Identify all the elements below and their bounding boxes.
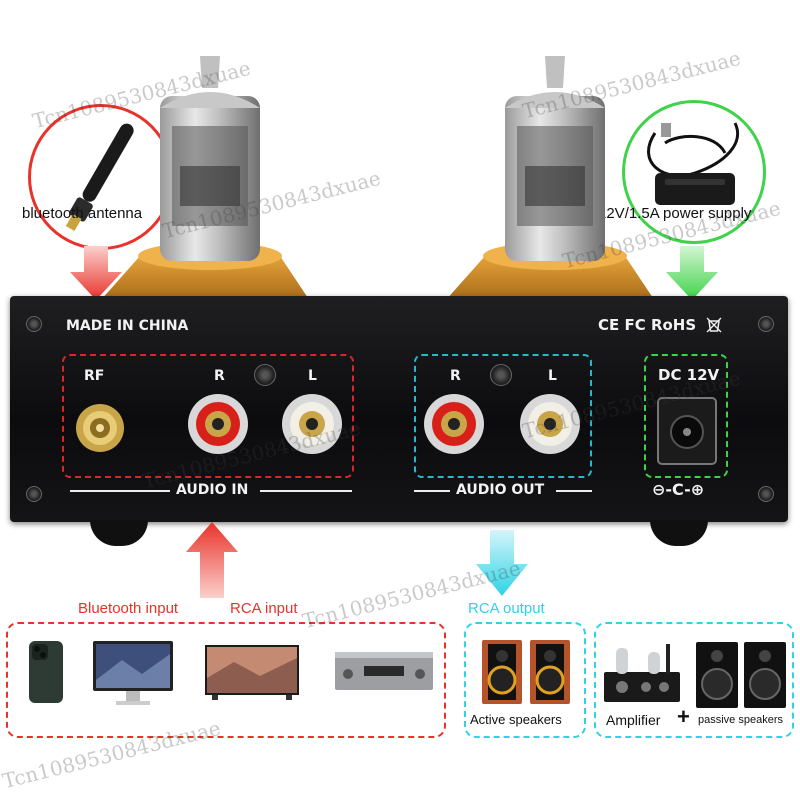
- passive-setup-panel: [594, 622, 794, 738]
- active-speakers-icon: [482, 640, 570, 704]
- foot: [90, 520, 148, 546]
- dc-label: DC 12V: [658, 366, 720, 384]
- antenna-icon: [65, 123, 134, 231]
- power-arrow-icon: [666, 246, 718, 300]
- active-speakers-label: Active speakers: [470, 712, 562, 727]
- monitor-icon: [93, 641, 173, 705]
- antenna-label: bluetooth antenna: [22, 205, 143, 222]
- power-adapter-icon: [647, 122, 740, 205]
- audio-in-label: AUDIO IN: [176, 482, 249, 498]
- rca-in-right[interactable]: [186, 392, 250, 456]
- audio-in-group: [62, 354, 354, 478]
- output-r-label: R: [450, 368, 461, 384]
- input-sources-panel: [6, 622, 446, 738]
- tv-icon: [205, 645, 299, 700]
- input-r-label: R: [214, 368, 225, 384]
- rca-output-label: RCA output: [468, 600, 545, 617]
- audio-out-label: AUDIO OUT: [456, 482, 545, 498]
- active-speakers-panel: [464, 622, 586, 738]
- input-l-label: L: [308, 368, 317, 384]
- tube-amplifier-icon: [604, 644, 680, 702]
- dc-jack[interactable]: [656, 396, 718, 466]
- power-supply-label: 12V/1.5A power supply: [598, 205, 752, 222]
- power-supply-callout: [622, 100, 766, 244]
- passive-speakers-icon: [696, 642, 786, 708]
- output-arrow-icon: [476, 530, 528, 596]
- output-l-label: L: [548, 368, 557, 384]
- dc-input-group: [644, 354, 728, 478]
- amplifier-label: Amplifier: [606, 712, 661, 728]
- bluetooth-input-label: Bluetooth input: [78, 600, 179, 617]
- audio-out-group: [414, 354, 592, 478]
- cd-player-icon: [335, 652, 433, 690]
- screw-icon: [26, 316, 42, 332]
- screw-icon: [758, 486, 774, 502]
- screw-icon: [26, 486, 42, 502]
- antenna-callout: [28, 104, 174, 250]
- screw-icon: [490, 364, 512, 386]
- rca-input-label: RCA input: [230, 600, 298, 617]
- rf-label: RF: [84, 368, 105, 384]
- certification-marks: CE FC RoHS: [598, 316, 697, 334]
- right-tube: [445, 56, 655, 301]
- left-tube: [100, 56, 310, 301]
- phone-icon: [29, 641, 63, 703]
- antenna-arrow-icon: [70, 246, 122, 300]
- vacuum-tubes: [100, 56, 655, 301]
- amplifier-back-panel: MADE IN CHINA CE FC RoHS RF R L AUDIO IN…: [10, 296, 788, 522]
- made-in-label: MADE IN CHINA: [66, 318, 189, 334]
- screw-icon: [758, 316, 774, 332]
- rf-connector[interactable]: [74, 402, 126, 454]
- plus-sign: +: [677, 704, 690, 729]
- input-arrow-icon: [186, 522, 238, 598]
- rca-in-left[interactable]: [280, 392, 344, 456]
- passive-speakers-label: passive speakers: [698, 714, 783, 726]
- foot: [650, 520, 708, 546]
- polarity-symbol: ⊖-C-⊕: [652, 480, 705, 499]
- weee-bin-icon: [706, 317, 722, 333]
- screw-icon: [254, 364, 276, 386]
- rca-out-right[interactable]: [422, 392, 486, 456]
- rca-out-left[interactable]: [518, 392, 582, 456]
